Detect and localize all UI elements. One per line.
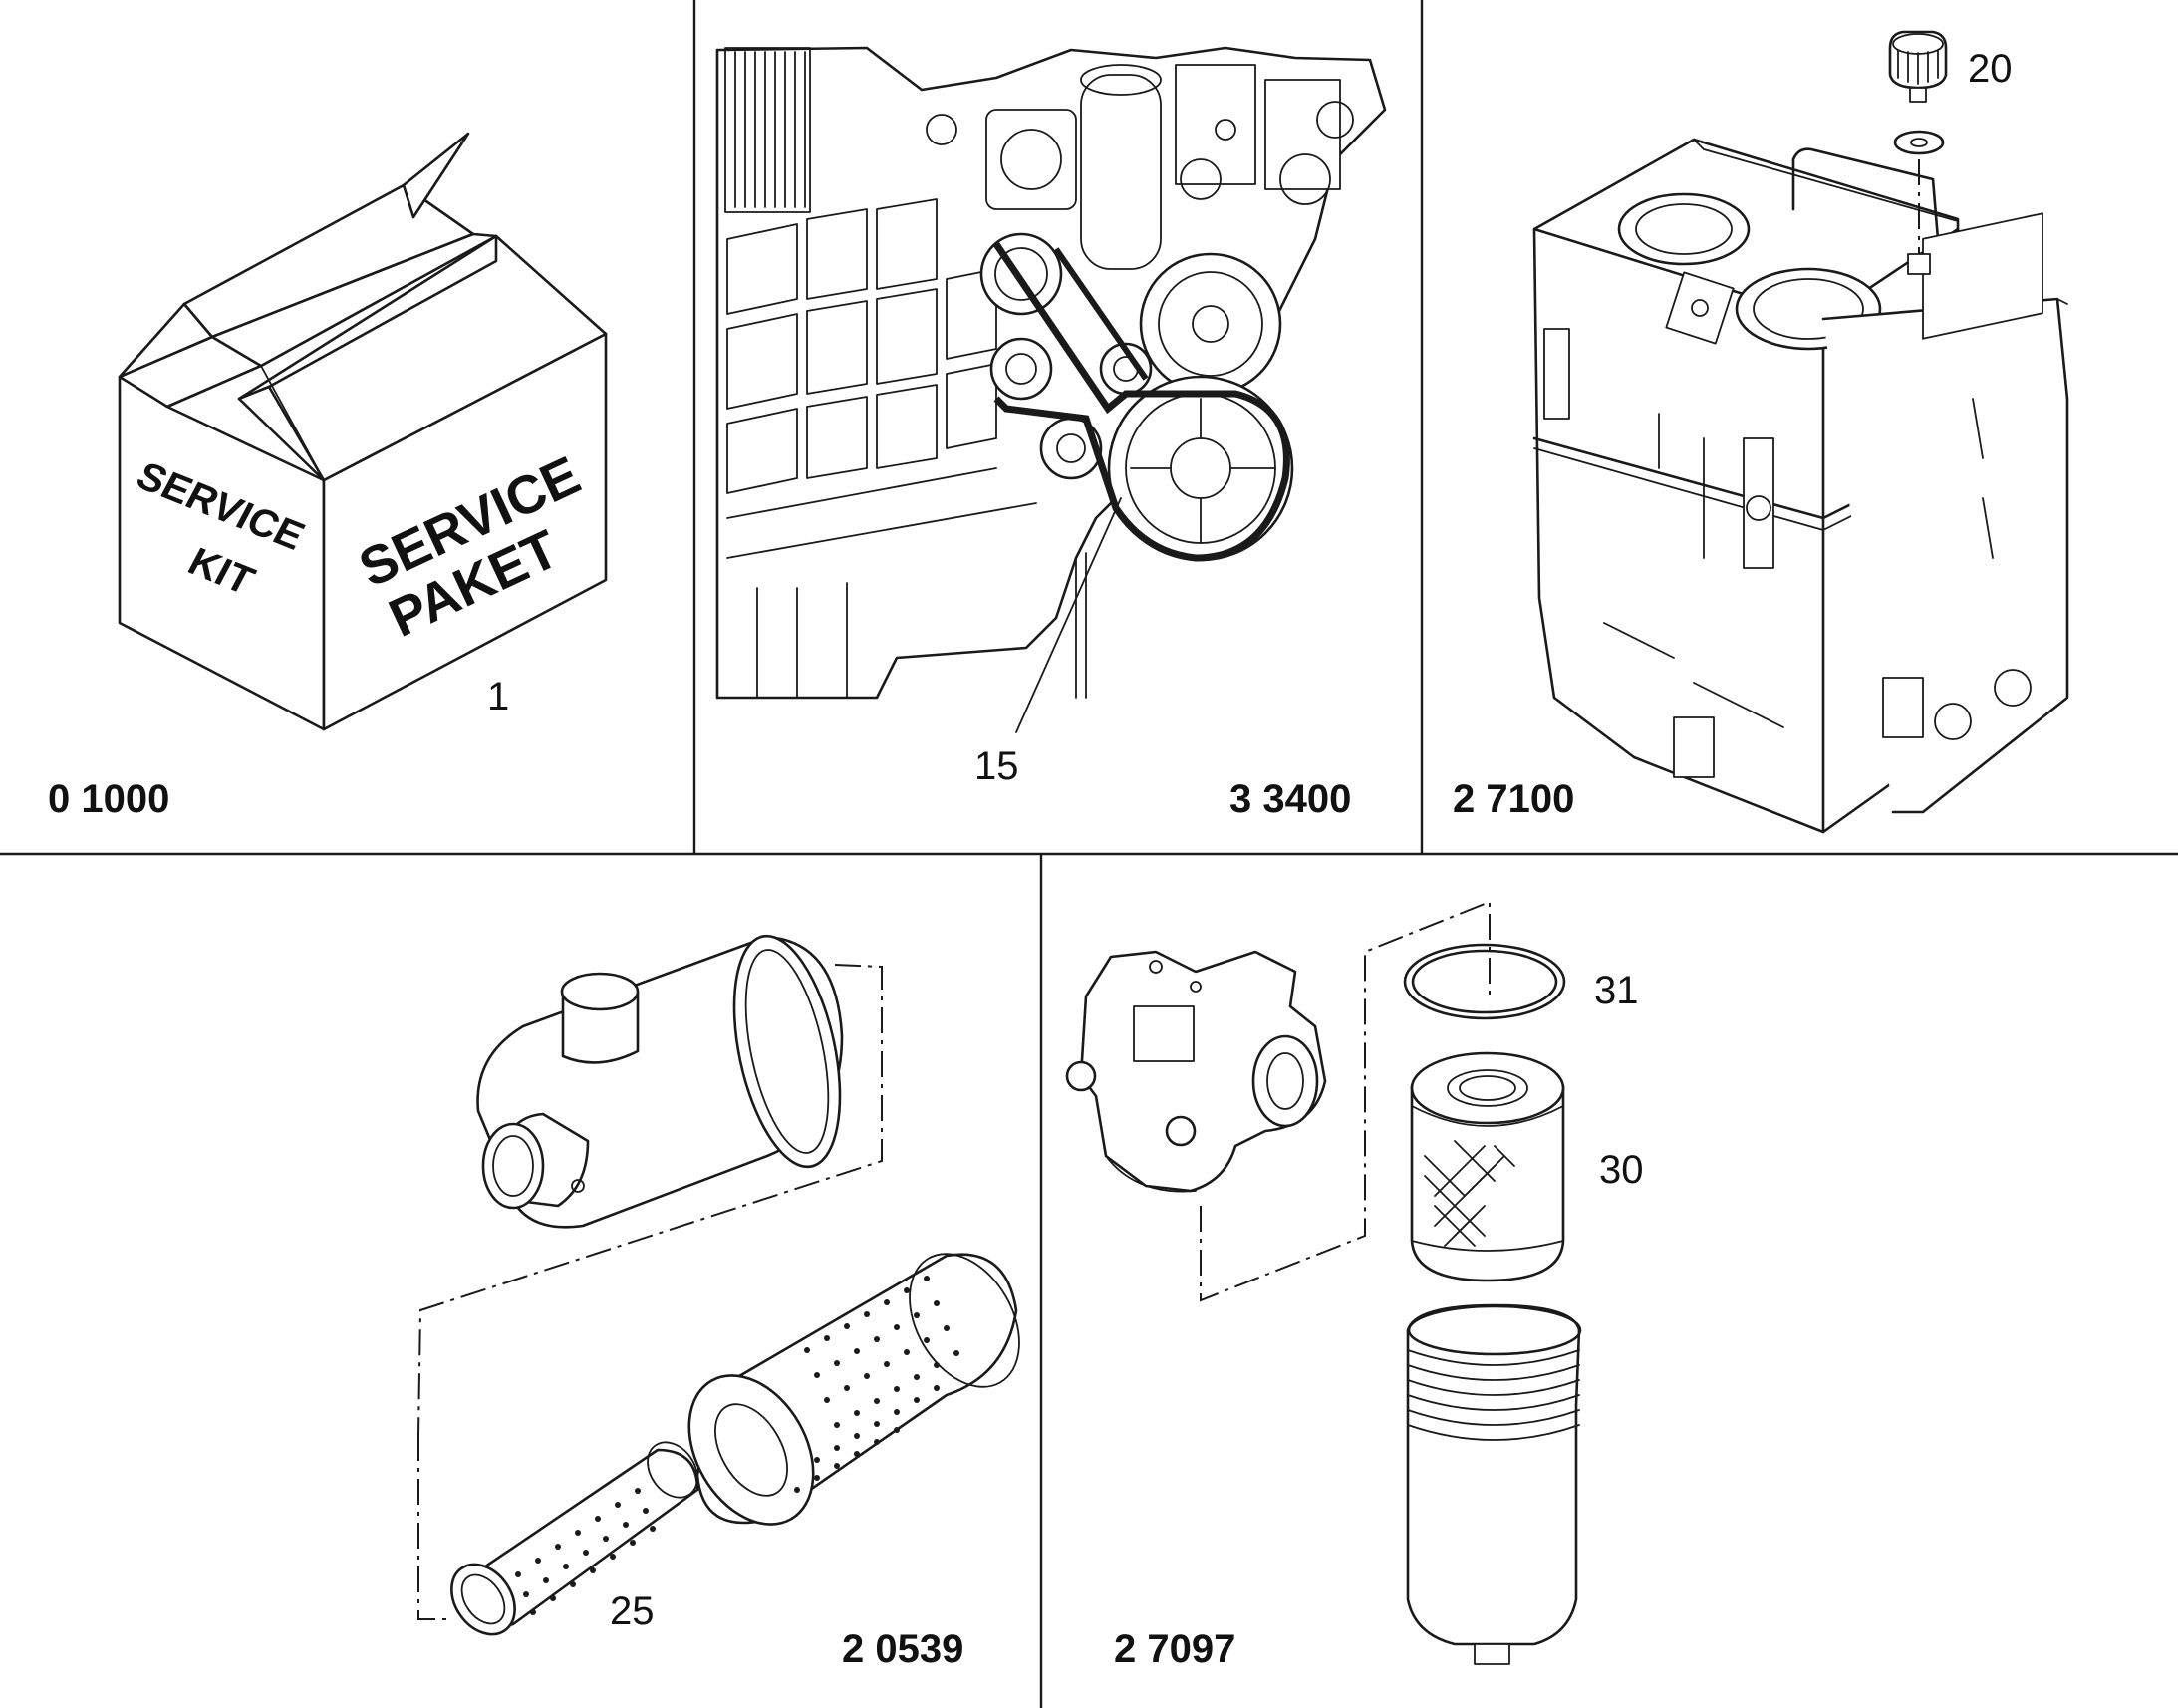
group-code-2-7100: 2 7100 [1453, 777, 1574, 821]
fuel-filter-illustration [1065, 900, 1582, 1665]
callout-15: 15 [974, 744, 1019, 788]
group-code-2-7097: 2 7097 [1114, 1627, 1235, 1671]
group-code-2-0539: 2 0539 [842, 1627, 963, 1671]
inner-filter-element-25 [450, 1441, 699, 1636]
callout-31: 31 [1594, 969, 1639, 1012]
callout-30: 30 [1599, 1148, 1644, 1192]
filter-head [1065, 950, 1327, 1193]
filler-cap-20 [1888, 30, 1948, 275]
o-ring-31 [1403, 943, 1566, 1020]
leader-line-15 [1015, 497, 1122, 733]
filter-bowl [1406, 1303, 1582, 1665]
callout-20: 20 [1968, 47, 2013, 91]
air-filter-illustration [417, 934, 1020, 1636]
group-code-3-3400: 3 3400 [1229, 777, 1351, 821]
tank-illustration [1532, 30, 2069, 834]
outer-filter-element [687, 1253, 1020, 1526]
engine-illustration [715, 46, 1387, 733]
callout-25: 25 [610, 1589, 655, 1633]
callout-1: 1 [487, 675, 509, 718]
group-code-0-1000: 0 1000 [48, 777, 169, 821]
engine-top-components [926, 64, 1354, 270]
engine-block-ribs [726, 198, 1087, 699]
radiator-fins [724, 47, 811, 213]
drive-belt [993, 242, 1290, 562]
filter-element-30 [1410, 1051, 1565, 1282]
service-kit-box-illustration [118, 132, 608, 731]
